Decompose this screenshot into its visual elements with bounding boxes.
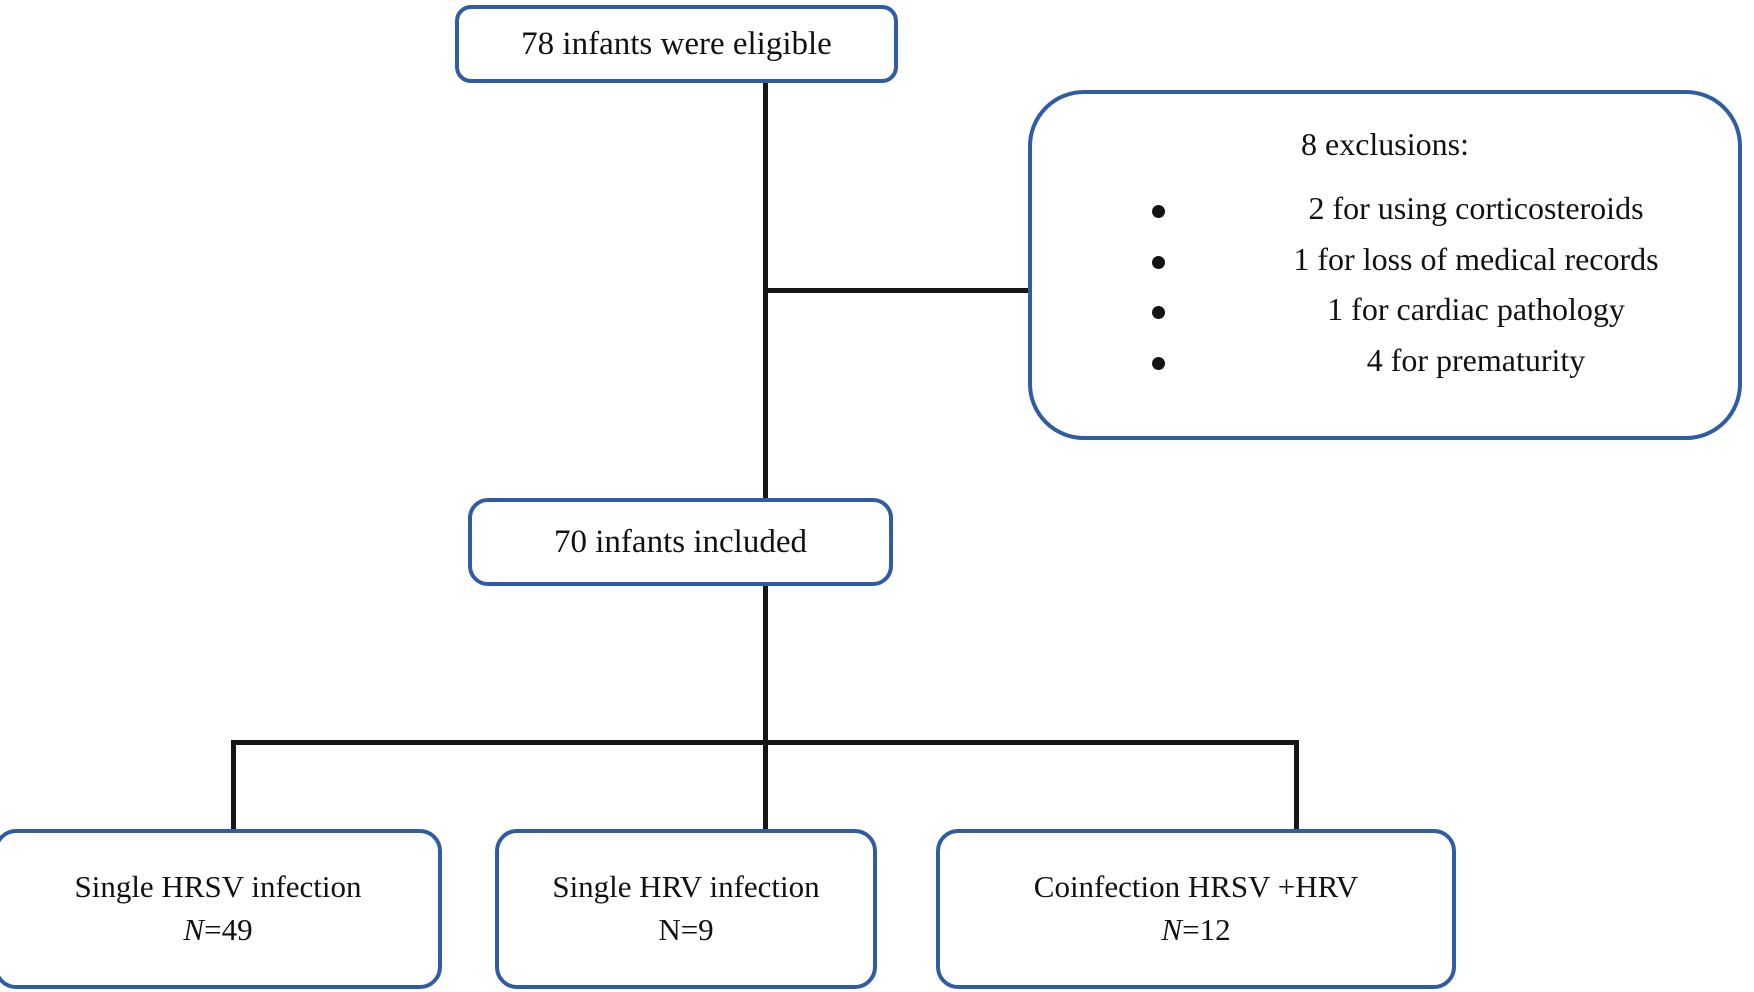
outcome-label: Coinfection HRSV +HRV: [1033, 869, 1359, 905]
connector-junction-to-included: [763, 288, 768, 500]
connector-eligible-to-junction: [763, 83, 768, 295]
node-eligible: 78 infants were eligible: [455, 5, 898, 83]
node-included-label: 70 infants included: [554, 523, 807, 560]
exclusions-list: 2 for using corticosteroids 1 for loss o…: [1032, 190, 1738, 380]
outcome-n-symbol: N: [183, 912, 205, 947]
exclusions-title: 8 exclusions:: [1301, 126, 1469, 162]
connector-junction-to-exclusions: [763, 288, 1031, 293]
connector-split-to-hrv: [763, 740, 768, 832]
exclusion-item: 1 for loss of medical records: [1152, 241, 1738, 279]
node-eligible-label: 78 infants were eligible: [521, 25, 832, 62]
node-outcome-single-hrv: Single HRV infection N=9: [495, 829, 877, 989]
outcome-n-value: =49: [204, 912, 253, 947]
outcome-count: N=12: [1161, 912, 1230, 949]
node-outcome-coinfection: Coinfection HRSV +HRV N=12: [936, 829, 1456, 989]
connector-split-to-hrsv: [231, 740, 236, 832]
node-included: 70 infants included: [468, 498, 893, 586]
node-exclusions: 8 exclusions: 2 for using corticosteroid…: [1028, 90, 1742, 440]
exclusion-item: 2 for using corticosteroids: [1152, 190, 1738, 228]
outcome-count: N=49: [183, 912, 252, 949]
outcome-n-value: =12: [1182, 912, 1231, 947]
outcome-n-symbol: N: [1161, 912, 1183, 947]
connector-split-to-coinfection: [1294, 740, 1299, 832]
node-outcome-single-hrsv: Single HRSV infection N=49: [0, 829, 442, 989]
exclusion-item: 4 for prematurity: [1152, 342, 1738, 380]
exclusion-item: 1 for cardiac pathology: [1152, 291, 1738, 329]
outcome-count: N=9: [658, 912, 713, 949]
outcome-label: Single HRV infection: [552, 869, 820, 905]
connector-included-to-split: [763, 584, 768, 744]
outcome-label: Single HRSV infection: [74, 869, 362, 905]
outcome-n-symbol: N: [658, 912, 681, 947]
outcome-n-value: =9: [680, 912, 714, 947]
